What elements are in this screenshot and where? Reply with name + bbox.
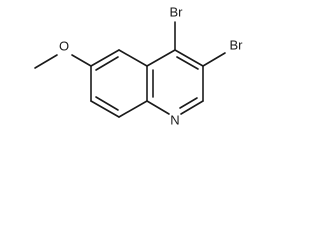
bond-c4-c3 (174, 49, 204, 67)
bond-group (34, 21, 226, 118)
bond-c4a-c5 (118, 49, 148, 67)
bond-c6-o (71, 54, 92, 67)
bond-c4a-c4 (146, 49, 176, 67)
atom-label-oxygen: O (59, 38, 69, 53)
bond-n-c8a (146, 100, 170, 115)
bond-c5-c6-double (95, 56, 119, 71)
bond-c3-br (202, 52, 226, 67)
atom-label-br-c4: Br (170, 4, 184, 19)
bond-c7-c8-double (95, 96, 119, 111)
atom-label-nitrogen: N (170, 112, 179, 127)
bond-c8-c8a (118, 100, 148, 118)
bond-c2-n (180, 100, 204, 115)
molecule-structure: Br Br O N (34, 4, 244, 127)
bond-o-methyl (34, 54, 58, 69)
bond-c2-n-double (179, 97, 198, 109)
atom-label-br-c3: Br (230, 37, 244, 52)
bond-c4-c3-double (176, 56, 199, 70)
bond-c7-c8 (90, 100, 120, 118)
bond-c5-c6 (90, 49, 120, 67)
